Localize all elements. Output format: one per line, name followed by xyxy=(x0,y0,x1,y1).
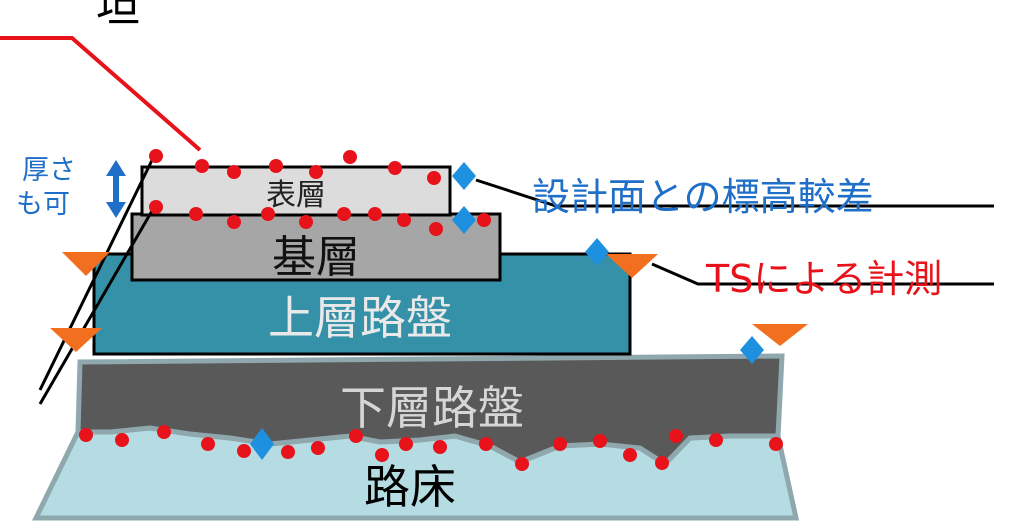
point-subgrade-20 xyxy=(769,437,783,451)
elevation-callout-line xyxy=(475,178,994,208)
point-surface-8 xyxy=(427,171,441,185)
point-subgrade-4 xyxy=(201,437,215,451)
point-subgrade-1 xyxy=(79,428,93,442)
point-surface-7 xyxy=(388,161,402,175)
upper-subbase-layer xyxy=(92,252,632,356)
point-base-6 xyxy=(337,207,351,221)
ts-marker-1 xyxy=(62,252,110,276)
lower-subbase-label: 下層路盤 xyxy=(340,381,524,435)
blue-marker-upper-subbase xyxy=(585,238,609,266)
ts-marker-3 xyxy=(50,328,102,352)
point-base-10 xyxy=(477,213,491,227)
blue-marker-base xyxy=(452,206,476,234)
point-subgrade-19 xyxy=(709,433,723,447)
thickness-double-arrow xyxy=(106,160,126,218)
point-surface-5 xyxy=(309,165,323,179)
surface-label: 表層 xyxy=(266,178,326,213)
measurement-points-red xyxy=(79,149,783,471)
point-subgrade-15 xyxy=(593,434,607,448)
point-base-5 xyxy=(299,215,313,229)
lower-subbase-layer xyxy=(75,353,785,468)
base-label: 基層 xyxy=(272,232,360,283)
thickness-label-line2: も可 xyxy=(16,189,70,220)
point-subgrade-6 xyxy=(281,445,295,459)
blue-marker-surface xyxy=(452,162,476,190)
point-subgrade-5 xyxy=(237,444,251,458)
point-surface-6 xyxy=(343,150,357,164)
point-subgrade-10 xyxy=(399,437,413,451)
point-base-7 xyxy=(368,207,382,221)
blue-marker-subgrade xyxy=(250,428,274,460)
point-base-2 xyxy=(189,207,203,221)
point-base-1 xyxy=(149,200,163,214)
point-surface-2 xyxy=(195,159,209,173)
slope-line-1 xyxy=(38,151,158,391)
ts-marker-4 xyxy=(752,324,808,346)
point-subgrade-16 xyxy=(623,448,637,462)
red-leader-line xyxy=(0,36,202,152)
point-base-9 xyxy=(429,222,443,236)
point-subgrade-14 xyxy=(553,437,567,451)
upper-subbase-label: 上層路盤 xyxy=(268,291,452,345)
blue-marker-lower-subbase xyxy=(740,336,764,364)
point-subgrade-8 xyxy=(349,429,363,443)
point-subgrade-2 xyxy=(115,433,129,447)
point-subgrade-13 xyxy=(515,457,529,471)
elevation-markers-blue xyxy=(250,162,764,460)
elevation-difference-label: 設計面との標高較差 xyxy=(532,175,874,219)
point-subgrade-7 xyxy=(311,441,325,455)
point-subgrade-12 xyxy=(479,437,493,451)
ts-measurement-label: TSによる計測 xyxy=(706,257,943,301)
ts-callout-line xyxy=(651,262,994,286)
ts-markers-orange xyxy=(50,252,808,352)
point-surface-4 xyxy=(269,159,283,173)
point-surface-3 xyxy=(227,165,241,179)
point-subgrade-17 xyxy=(655,456,669,470)
point-surface-1 xyxy=(149,149,163,163)
point-subgrade-18 xyxy=(669,429,683,443)
point-subgrade-9 xyxy=(375,448,389,462)
point-subgrade-3 xyxy=(157,425,171,439)
slope-line-2 xyxy=(38,203,158,405)
point-base-3 xyxy=(227,215,241,229)
cropped-top-text: 坦 xyxy=(96,0,140,32)
point-base-4 xyxy=(261,207,275,221)
point-base-8 xyxy=(397,213,411,227)
subgrade-label: 路床 xyxy=(364,460,456,514)
point-subgrade-11 xyxy=(433,440,447,454)
surface-layer xyxy=(140,165,452,217)
ts-marker-2 xyxy=(606,254,658,278)
thickness-label-line1: 厚さ xyxy=(22,155,76,186)
